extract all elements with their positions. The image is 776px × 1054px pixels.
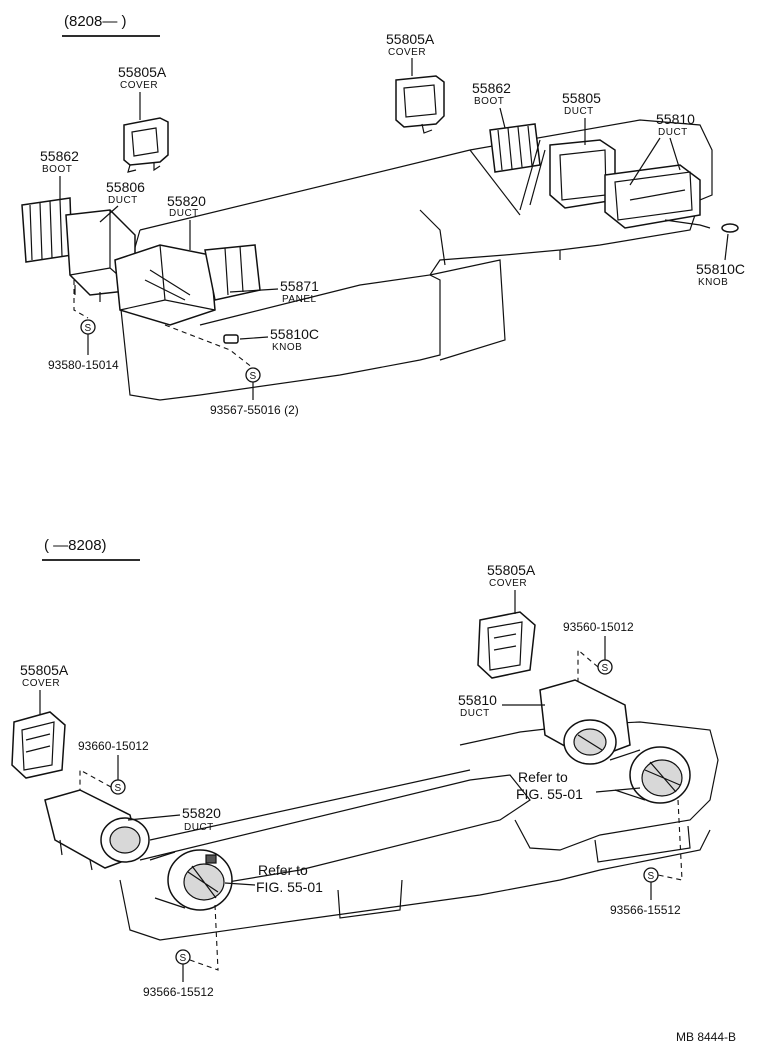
duct-55820-name: DUCT [169,208,199,219]
cover-center-part [395,75,445,134]
refer-right-line1: Refer to [518,769,568,785]
boot-right-leader [499,107,506,129]
boot-left-part-no: 55862 [40,148,79,164]
screw-left-top-symbol: S [110,779,126,795]
refer-left-leader [224,882,256,886]
duct-right-part-no: 55810 [458,692,497,708]
duct-left-leader [127,814,181,821]
screw-a-symbol: S [80,319,96,335]
screw-right-bottom-symbol: S [643,867,659,883]
bottom-section-header: ( —8208) [44,537,107,554]
knob-right-name: KNOB [698,277,728,288]
duct-55820-part [114,244,261,326]
duct-55820-part-no: 55820 [167,193,206,209]
duct-55810-name: DUCT [658,127,688,138]
duct-left-part [44,789,233,911]
svg-text:S: S [85,323,92,334]
duct-55810-leader-b [669,137,681,171]
cover-center-part-no: 55805A [386,31,435,47]
boot-right-part-no: 55862 [472,80,511,96]
cover-left-part [123,117,169,173]
svg-text:S: S [602,663,609,674]
duct-55810-part-no: 55810 [656,111,695,127]
panel-name: PANEL [282,294,317,305]
boot-left-part [21,197,73,263]
screw-left-bottom-dashline [189,904,219,971]
cover-left-bottom-name: COVER [22,678,60,689]
knob-left-name: KNOB [272,342,302,353]
duct-55805-name: DUCT [564,106,594,117]
knob-left-part-no: 55810C [270,326,319,342]
cover-left-name: COVER [120,80,158,91]
cover-left-bottom-part-no: 55805A [20,662,69,678]
screw-left-bottom-symbol: S [175,949,191,965]
svg-text:S: S [648,871,655,882]
cover-right-name: COVER [489,578,527,589]
cover-right-part [477,611,536,679]
boot-right-part [489,123,541,173]
duct-55810-leader-a [629,137,661,186]
svg-text:S: S [180,953,187,964]
top-section-header: (8208— ) [64,13,127,30]
duct-55806-name: DUCT [108,195,138,206]
duct-right-name: DUCT [460,708,490,719]
svg-text:S: S [115,783,122,794]
boot-right-name: BOOT [474,96,504,107]
screw-right-top-part-no: 93560-15012 [563,620,634,634]
cover-left-bottom-part [11,711,66,779]
knob-left-leader [239,336,269,340]
duct-55805-part-no: 55805 [562,90,601,106]
duct-55806-part-no: 55806 [106,179,145,195]
duct-55810-part [604,164,711,229]
duct-left-name: DUCT [184,822,214,833]
screw-b-part-no: 93567-55016 (2) [210,403,299,417]
dashboard-bottom [119,721,719,941]
screw-right-top-symbol: S [597,659,613,675]
bottom-section: ( —8208) 55805A COVER 93560-15012 S [11,537,719,999]
refer-left-line1: Refer to [258,862,308,878]
refer-right-line2: FIG. 55-01 [516,786,583,802]
knob-right-part-no: 55810C [696,261,745,277]
cover-center-name: COVER [388,47,426,58]
top-section: (8208— ) 55805A COVER 55805A COV [21,13,745,417]
screw-b-dashline [164,324,254,369]
duct-right-part [539,679,691,804]
screw-left-top-part-no: 93660-15012 [78,739,149,753]
duct-55805-part [519,139,616,211]
panel-leader [229,288,279,293]
duct-55806-leader [99,205,119,223]
screw-right-bottom-dashline [657,799,683,881]
cover-left-part-no: 55805A [118,64,167,80]
knob-right-part [721,223,739,233]
screw-b-symbol: S [245,367,261,383]
refer-left-line2: FIG. 55-01 [256,879,323,895]
svg-text:S: S [250,371,257,382]
screw-a-dashline [73,280,89,319]
knob-right-leader [724,233,729,261]
screw-left-bottom-part-no: 93566-15512 [143,985,214,999]
boot-left-name: BOOT [42,164,72,175]
footer-code: MB 8444-B [676,1030,736,1044]
refer-right-leader [595,787,641,793]
knob-left-part [223,334,239,344]
duct-left-part-no: 55820 [182,805,221,821]
panel-part-no: 55871 [280,278,319,294]
cover-right-part-no: 55805A [487,562,536,578]
screw-right-bottom-part-no: 93566-15512 [610,903,681,917]
screw-a-part-no: 93580-15014 [48,358,119,372]
